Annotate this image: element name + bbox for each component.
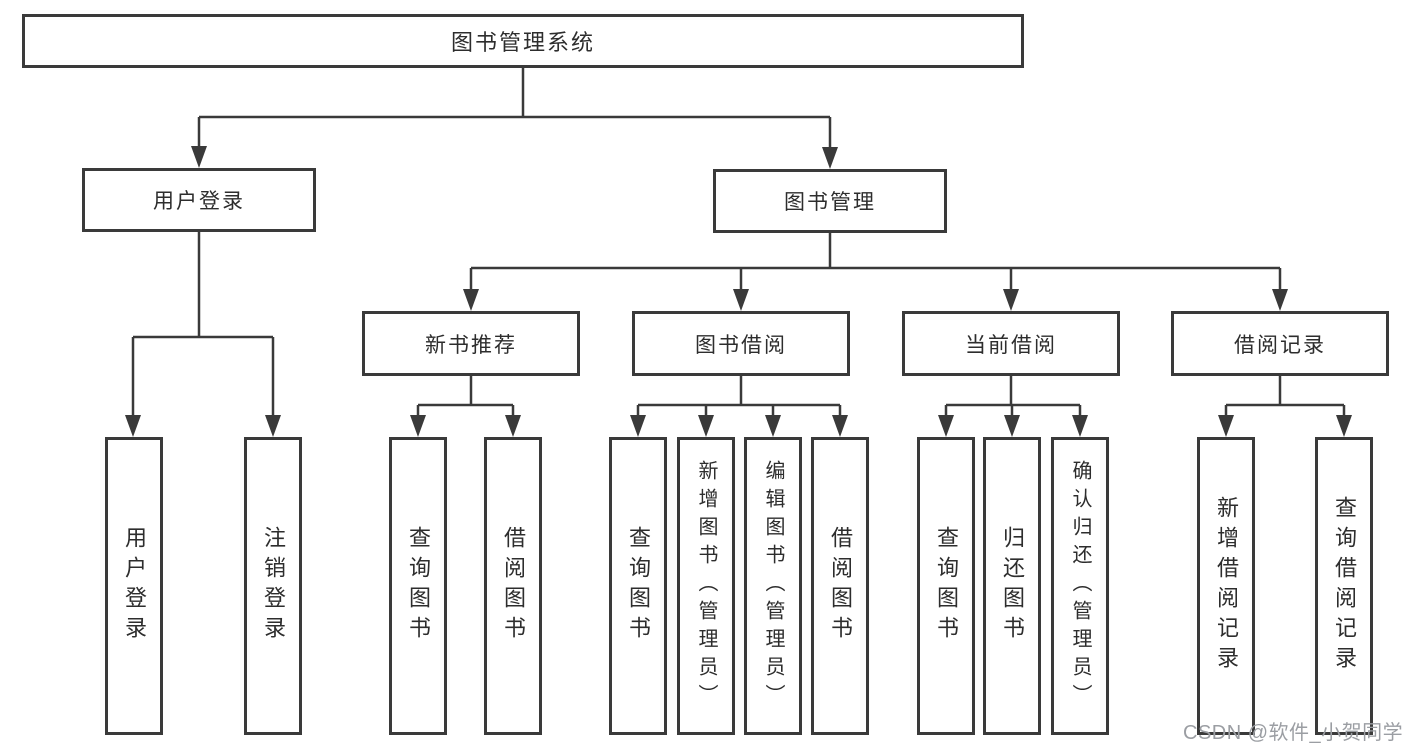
connector-user-login-children xyxy=(131,232,275,420)
node-book-borrowing: 图书借阅 xyxy=(632,311,850,376)
node-new-book-recommend-label: 新书推荐 xyxy=(425,333,517,357)
node-user-login-label: 用户登录 xyxy=(153,190,245,213)
leaf-logout-label: 注销登录 xyxy=(261,526,286,646)
node-user-login: 用户登录 xyxy=(82,168,316,232)
leaf-add-borrow-record-label: 新增借阅记录 xyxy=(1214,496,1239,676)
node-current-borrowing: 当前借阅 xyxy=(902,311,1120,376)
leaf-borrow-books-2: 借阅图书 xyxy=(811,437,869,735)
leaf-query-books-2: 查询图书 xyxy=(609,437,667,735)
node-borrowing-records: 借阅记录 xyxy=(1171,311,1389,376)
node-borrowing-records-label: 借阅记录 xyxy=(1234,333,1326,357)
leaf-return-books-label: 归还图书 xyxy=(1000,526,1025,646)
leaf-add-books-admin: 新增图书（管理员） xyxy=(677,437,735,735)
leaf-edit-books-admin-label: 编辑图书（管理员） xyxy=(762,460,784,712)
connector-current-borrowing-children xyxy=(944,376,1082,420)
leaf-logout: 注销登录 xyxy=(244,437,302,735)
node-library-management-system: 图书管理系统 xyxy=(22,14,1024,68)
leaf-query-books-1: 查询图书 xyxy=(389,437,447,735)
leaf-query-books-3-label: 查询图书 xyxy=(934,526,959,646)
leaf-query-books-1-label: 查询图书 xyxy=(406,526,431,646)
connector-book-borrowing-children xyxy=(636,376,842,420)
leaf-user-login-label: 用户登录 xyxy=(122,526,147,646)
connector-new-book-recommend-children xyxy=(416,376,515,420)
connector-borrowing-records-children xyxy=(1224,376,1346,420)
leaf-borrow-books-2-label: 借阅图书 xyxy=(828,526,853,646)
node-current-borrowing-label: 当前借阅 xyxy=(965,333,1057,357)
node-library-management-system-label: 图书管理系统 xyxy=(450,30,595,55)
node-new-book-recommend: 新书推荐 xyxy=(362,311,580,376)
node-book-management: 图书管理 xyxy=(713,169,947,233)
leaf-query-books-3: 查询图书 xyxy=(917,437,975,735)
leaf-query-borrow-record-label: 查询借阅记录 xyxy=(1332,496,1357,676)
node-book-management-label: 图书管理 xyxy=(784,191,876,214)
connector-book-management-children xyxy=(469,233,1282,294)
leaf-confirm-return-admin-label: 确认归还（管理员） xyxy=(1069,460,1091,712)
leaf-user-login: 用户登录 xyxy=(105,437,163,735)
leaf-return-books: 归还图书 xyxy=(983,437,1041,735)
leaf-borrow-books-1: 借阅图书 xyxy=(484,437,542,735)
leaf-borrow-books-1-label: 借阅图书 xyxy=(501,526,526,646)
leaf-add-books-admin-label: 新增图书（管理员） xyxy=(695,460,717,712)
connector-root-to-level2 xyxy=(197,68,832,152)
leaf-confirm-return-admin: 确认归还（管理员） xyxy=(1051,437,1109,735)
leaf-add-borrow-record: 新增借阅记录 xyxy=(1197,437,1255,735)
leaf-query-borrow-record: 查询借阅记录 xyxy=(1315,437,1373,735)
csdn-watermark: CSDN @软件_小贺同学 xyxy=(1183,722,1404,744)
leaf-query-books-2-label: 查询图书 xyxy=(626,526,651,646)
leaf-edit-books-admin: 编辑图书（管理员） xyxy=(744,437,802,735)
node-book-borrowing-label: 图书借阅 xyxy=(695,333,787,357)
